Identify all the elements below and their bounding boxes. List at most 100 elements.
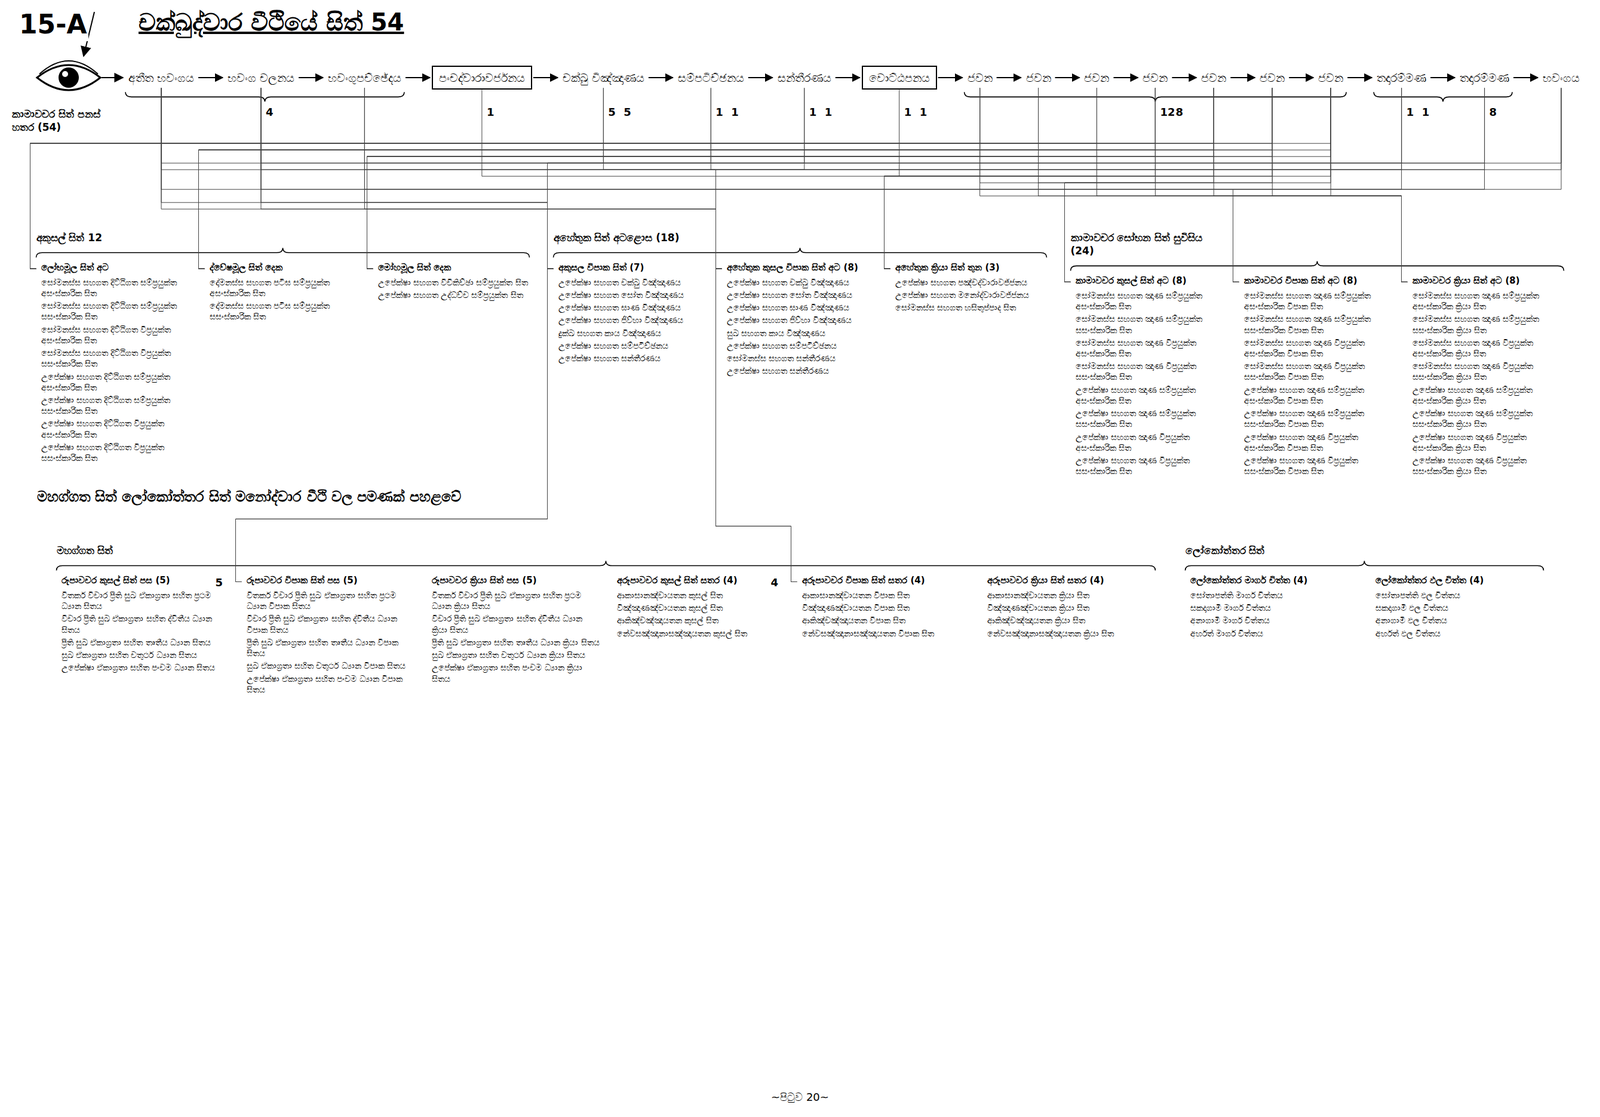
citta-item: සෝමනස්ස සහගත ඤාණ විප්‍රයුක්ත අසංස්කාරික … (1412, 337, 1565, 359)
step-label: චක්ඛු විඤ්ඤාණය (562, 70, 645, 86)
process-step: සන්තීරණය (774, 67, 835, 89)
step-label: ජවන (967, 70, 993, 86)
label-holder: 8 (1174, 105, 1185, 119)
citta-item: ආකාසානඤ්චායතන විපාක සිත (802, 590, 971, 601)
flow-arrow (1513, 77, 1538, 79)
citta-item: උපේක්ෂා සහගත ඤාණ සම්ප්‍රයුක්ත අසංස්කාරික… (1075, 384, 1228, 407)
title: චක්ඛුද්වාර වීථියේ සිත් 54 (137, 8, 405, 37)
link-line (367, 87, 1156, 269)
citta-item: උපේක්ෂා සහගත ඤාණ සම්ප්‍රයුක්ත සසංස්කාරික… (1075, 407, 1228, 430)
citta-item: සෝමනස්ස සහගත ඤාණ විප්‍රයුක්ත සසංස්කාරික … (1412, 360, 1565, 383)
group-heading: රූපාවචර විපාක සිත් පස (5) (246, 575, 416, 588)
citta-item: උපේක්ෂා සහගත ඤාණ සම්ප්‍රයුක්ත සසංස්කාරික… (1412, 407, 1565, 430)
group-heading: ලෝකෝත්තර මාර්ග චිත්ත (4) (1190, 575, 1359, 588)
page-number: ~පිටුව 20~ (769, 1090, 831, 1105)
flow-arrow (1347, 77, 1372, 79)
citta-item: සෝමනස්ස සහගත ඤාණ සම්ප්‍රයුක්ත අසංස්කාරික… (1244, 290, 1396, 312)
label-holder: 8 (1488, 105, 1499, 119)
group-heading: අකුසල් සිත් 12 (36, 231, 187, 245)
link-line (716, 87, 805, 269)
step-label: භවංගුපච්ඡේදය (327, 70, 402, 86)
citta-list: කාමාවචර කුසල් සිත් අට (8)සෝමනස්ස සහගත ඤා… (1070, 275, 1228, 479)
label-holder: 1 (903, 105, 914, 119)
citta-item: උපේක්ෂා ඒකාග්‍රතා සහිත පංචම ධ්‍යාන ක්‍රි… (431, 662, 601, 684)
citta-item: දුක්ඛ සහගත කාය විඤ්ඤාණය (558, 327, 711, 339)
citta-item: උපේක්ෂා සහගත දිට්ඨිගත විප්‍රයුක්ත අසංස්ක… (41, 418, 193, 440)
brace (1070, 260, 1565, 271)
label-holder: 1 (485, 105, 496, 119)
citta-item: සෝමනස්ස සහගත දිට්ඨිගත සම්ප්‍රයුක්ත සසංස්… (41, 300, 193, 322)
citta-item: උපේක්ෂා සහගත සන්තීරණය (558, 352, 711, 364)
link-line (161, 87, 554, 269)
link-line (161, 87, 722, 269)
citta-item: උපේක්ෂා සහගත ඝාණ විඤ්ඤාණය (558, 302, 711, 313)
eye-icon (37, 60, 101, 91)
citta-item: උපේක්ෂා සහගත සන්තීරණය (726, 365, 879, 377)
step-label: ජවන (1201, 70, 1227, 86)
link-line (547, 87, 1562, 269)
citta-list: අහේතුක ක්‍රියා සිත් තුන (3)උපේක්ෂා සහගත … (890, 262, 1047, 315)
link-line (260, 87, 554, 269)
section-heading: කාමාවචර සිත් පනස් හතර (54) (10, 107, 119, 134)
flow-arrow (1113, 77, 1138, 79)
link-line (980, 87, 1071, 282)
link-line (716, 87, 1485, 269)
link-line (547, 87, 1485, 269)
link-line (30, 87, 1273, 269)
citta-item: සෝමනස්ස සහගත දිට්ඨිගත විප්‍රයුක්ත සසංස්ක… (41, 347, 193, 370)
brace-group (36, 91, 1565, 571)
citta-item: උපේක්ෂා සහගත ඤාණ විප්‍රයුක්ත සසංස්කාරික … (1244, 455, 1396, 477)
step-label: සන්තීරණය (777, 70, 832, 86)
group-heading: අහේතුක සිත් අටළොස (18) (553, 231, 705, 245)
link-line (884, 87, 1039, 269)
label-holder: 1 (1420, 105, 1431, 119)
callout-number: 8 (1174, 105, 1185, 119)
citta-list: අහේතුක කුසල විපාක සිත් අට (8)උපේක්ෂා සහග… (722, 262, 879, 379)
group-heading: ලෝකෝත්තර ඵල චිත්ත (4) (1375, 575, 1544, 588)
group-heading: අකුසල විපාක සිත් (7) (558, 262, 711, 275)
citta-item: සෝතාපත්ති ඵල චිත්තය (1375, 590, 1544, 601)
group-heading: කාමාවචර කුසල් සිත් අට (8) (1075, 275, 1228, 288)
link-line (1330, 87, 1408, 282)
citta-item: උපේක්ෂා සහගත ඤාණ සම්ප්‍රයුක්ත අසංස්කාරික… (1412, 384, 1565, 407)
citta-item: සෝතාපත්ති මාර්ග චිත්තය (1190, 590, 1359, 601)
group-block: අකුසල් සිත් 12ලෝභමූල සිත් අටසෝමනස්ස සහගත… (36, 231, 530, 466)
step-label: ජවන (1142, 70, 1168, 86)
citta-list: අරූපාවචර විපාක සිත් සතර (4)ආකාසානඤ්චායතන… (797, 575, 971, 641)
citta-item: සකදාගාමි මාර්ග චිත්තය (1190, 602, 1359, 614)
citta-item: සෝමනස්ස සහගත ඤාණ විප්‍රයුක්ත අසංස්කාරික … (1244, 337, 1396, 359)
process-step: ජවන (1198, 67, 1230, 89)
callout-number: 5 (622, 105, 633, 119)
link-line (198, 87, 981, 269)
citta-item: උපේක්ෂා සහගත සම්පටිච්ඡනය (726, 340, 879, 352)
eye-highlight (62, 71, 69, 78)
citta-item: සෝමනස්ස සහගත හසිතුප්පාද සිත (895, 302, 1047, 313)
citta-item: විතර්ක විචාර ප්‍රීති සුඛ ඒකාග්‍රතා සහිත … (246, 590, 416, 612)
step-label: භවංග චලනය (227, 70, 295, 86)
group-block: ලෝකෝත්තර සිත්ලෝකෝත්තර මාර්ග චිත්ත (4)සෝත… (1185, 544, 1544, 641)
group-block: මහග්ගත සිත්රූපාවචර කුසල් සිත් පස (5)විතර… (56, 544, 1156, 697)
link-line (235, 87, 548, 582)
link-line (1272, 87, 1408, 282)
step-label: භවංගය (1542, 70, 1580, 86)
group-heading: රූපාවචර ක්‍රියා සිත් පස (5) (431, 575, 601, 588)
process-step: භවංගුපච්ඡේදය (324, 67, 405, 89)
process-step: ජවන (1023, 67, 1055, 89)
page-code: 15-A (17, 7, 89, 42)
process-step: ජවන (1315, 67, 1347, 89)
callout-number: 1 (714, 105, 725, 119)
label-holder: 15-A (17, 7, 89, 42)
citta-item: උපේක්ෂා සහගත ඤාණ සම්ප්‍රයුක්ත අසංස්කාරික… (1244, 384, 1396, 407)
link-line (1233, 87, 1485, 282)
citta-item: සෝමනස්ස සහගත දිට්ඨිගත සම්ප්‍රයුක්ත අසංස්… (41, 277, 193, 299)
process-step: චක්ඛු විඤ්ඤාණය (559, 67, 648, 89)
label-holder: 12 (1158, 105, 1176, 119)
process-step: ජවන (1256, 67, 1288, 89)
link-line (198, 87, 1273, 269)
link-line (364, 87, 1239, 282)
citta-item: උපේක්ෂා සහගත දිට්ඨිගත සම්ප්‍රයුක්ත අසංස්… (41, 371, 193, 393)
link-line (547, 87, 712, 269)
process-step: සම්පටිච්ඡනය (674, 67, 748, 89)
group-block: අහේතුක සිත් අටළොස (18) අකුසල විපාක සිත් (… (553, 231, 1047, 379)
